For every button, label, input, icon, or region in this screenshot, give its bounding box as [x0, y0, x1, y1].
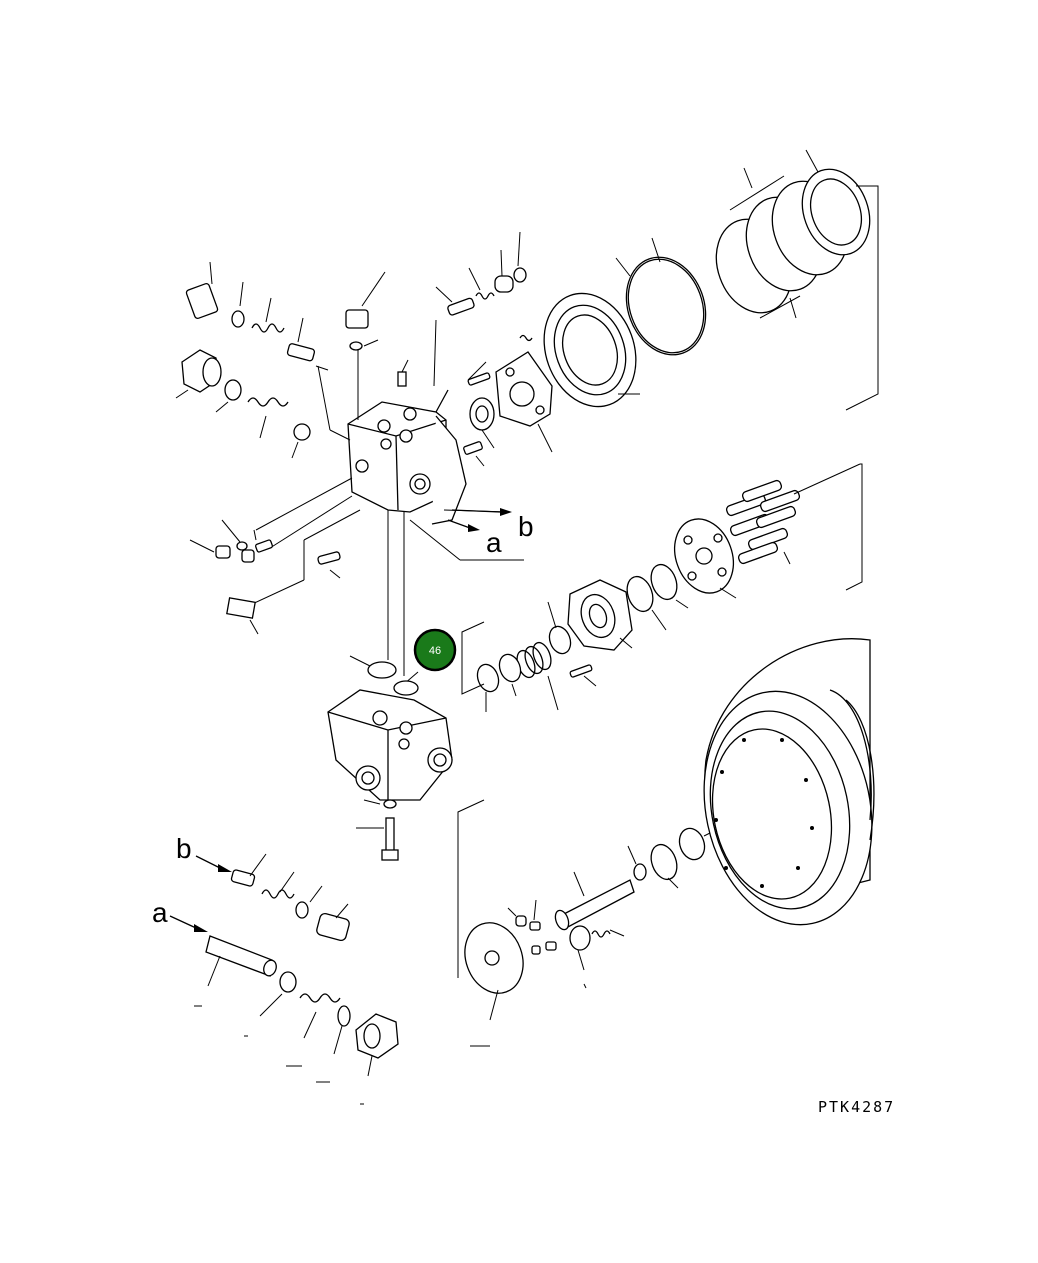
valve-spool-b: [230, 853, 350, 942]
arrow-b-lower: b: [176, 833, 232, 872]
callout-number: 46: [429, 645, 441, 657]
valve-body-upper: [347, 389, 467, 525]
spring-snapring-group: [461, 621, 559, 712]
shaft-assembly: [457, 799, 725, 1047]
center-fittings: [345, 231, 533, 387]
drawing-reference-code: PTK4287: [818, 1098, 895, 1116]
large-nut-fitting: [175, 349, 311, 459]
valve-leader-lines: [247, 350, 524, 676]
callout-46[interactable]: 46: [403, 628, 457, 685]
arrow-b-upper: b: [451, 508, 534, 542]
arrow-a-lower: a: [152, 897, 208, 932]
piston-group: [626, 463, 863, 631]
label-b-upper: b: [518, 511, 534, 542]
valve-spool-a: [194, 935, 399, 1105]
cover-plate-assembly: [463, 351, 553, 467]
small-fittings-left: [189, 519, 341, 635]
valve-body-lower: [327, 655, 453, 861]
arrow-a-upper: a: [447, 519, 502, 558]
friction-plates: [715, 149, 879, 411]
label-a-lower: a: [152, 897, 168, 928]
plug-assembly-top-left: [185, 261, 329, 371]
housing-ring: [543, 292, 640, 408]
label-a-upper: a: [486, 527, 502, 558]
cylinder-block: [547, 579, 633, 687]
o-ring-large: [615, 237, 707, 356]
travel-drum: [703, 638, 875, 926]
callout-badge[interactable]: [413, 628, 457, 672]
label-b-lower: b: [176, 833, 192, 864]
